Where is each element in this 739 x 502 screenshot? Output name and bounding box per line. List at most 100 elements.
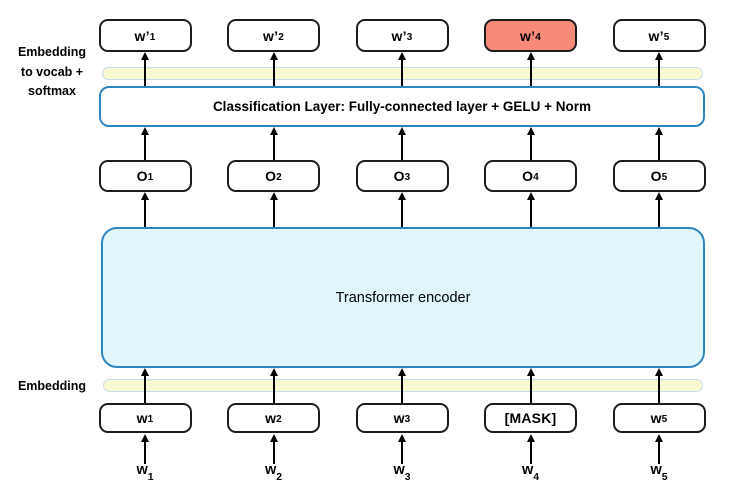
up-arrow	[526, 434, 536, 464]
token-text: w	[521, 462, 534, 478]
token-subscript: 1	[147, 470, 154, 483]
transformer-encoder-box: Transformer encoder	[101, 227, 705, 368]
up-arrow	[269, 127, 279, 160]
output-token-box: w’5	[612, 19, 706, 52]
arrow-stem	[144, 197, 146, 227]
up-arrow	[269, 434, 279, 464]
arrow-stem	[144, 373, 146, 404]
up-arrow	[526, 192, 536, 227]
arrowhead-icon	[655, 127, 663, 135]
arrowhead-icon	[526, 52, 535, 60]
input-word-label: w2	[227, 462, 320, 482]
arrow-stem	[529, 57, 532, 86]
up-arrow	[654, 434, 664, 464]
arrow-stem	[144, 57, 146, 86]
arrow-stem	[529, 373, 532, 404]
input-word-label: w4	[484, 462, 577, 482]
arrow-stem	[144, 439, 146, 464]
up-arrow	[526, 52, 536, 86]
mask-token-box: [MASK]	[484, 403, 577, 433]
token-text: w’	[263, 27, 279, 44]
arrowhead-icon	[398, 368, 406, 376]
input-word-label: w5	[613, 462, 706, 482]
arrow-stem	[272, 132, 275, 160]
token-text: w	[136, 462, 148, 478]
up-arrow	[397, 52, 407, 86]
token-text: O	[650, 168, 662, 184]
up-arrow	[397, 368, 407, 404]
token-text: w’	[520, 27, 536, 44]
up-arrow	[140, 127, 150, 160]
embedding-label: Embedding	[17, 379, 87, 393]
token-text: w	[265, 410, 277, 426]
embedding-to-vocab-softmax-label: Embedding to vocab + softmax	[2, 43, 102, 102]
arrow-stem	[658, 439, 660, 464]
up-arrow	[654, 127, 664, 160]
predicted-masked-output-box: w’4	[484, 19, 577, 52]
arrow-stem	[529, 132, 532, 160]
token-text: w’	[648, 27, 664, 44]
arrow-stem	[401, 57, 403, 86]
token-text: O	[393, 168, 405, 184]
token-text: O	[136, 168, 148, 184]
arrowhead-icon	[269, 434, 278, 442]
token-subscript: 4	[533, 470, 540, 483]
up-arrow	[397, 127, 407, 160]
arrow-stem	[658, 373, 660, 404]
token-subscript: 5	[661, 470, 668, 483]
arrow-stem	[401, 439, 403, 464]
arrow-stem	[658, 57, 660, 86]
token-text: w	[136, 410, 148, 426]
arrowhead-icon	[526, 127, 535, 135]
output-token-box: w’2	[227, 19, 320, 52]
up-arrow	[140, 434, 150, 464]
arrow-stem	[658, 197, 660, 227]
token-subscript: 3	[404, 470, 411, 483]
token-text: w	[650, 462, 662, 478]
token-text: w’	[134, 27, 150, 44]
arrow-stem	[272, 57, 275, 86]
arrowhead-icon	[398, 52, 406, 60]
arrowhead-icon	[141, 192, 149, 200]
arrow-stem	[529, 439, 532, 464]
arrowhead-icon	[526, 192, 535, 200]
arrow-stem	[401, 197, 403, 227]
up-arrow	[397, 192, 407, 227]
up-arrow	[654, 192, 664, 227]
arrowhead-icon	[526, 434, 535, 442]
arrowhead-icon	[398, 127, 406, 135]
token-text: O	[265, 168, 277, 184]
arrow-stem	[144, 132, 146, 160]
arrow-stem	[401, 132, 403, 160]
token-text: O	[522, 168, 534, 184]
arrowhead-icon	[141, 434, 149, 442]
arrowhead-icon	[141, 52, 149, 60]
up-arrow	[269, 368, 279, 404]
classification-layer-box: Classification Layer: Fully-connected la…	[99, 86, 705, 127]
up-arrow	[654, 368, 664, 404]
up-arrow	[140, 192, 150, 227]
arrowhead-icon	[269, 368, 278, 376]
arrowhead-icon	[655, 368, 663, 376]
arrowhead-icon	[398, 192, 406, 200]
arrowhead-icon	[269, 52, 278, 60]
arrowhead-icon	[269, 127, 278, 135]
arrowhead-icon	[655, 434, 663, 442]
up-arrow	[269, 192, 279, 227]
arrowhead-icon	[655, 52, 663, 60]
up-arrow	[140, 52, 150, 86]
input-word-label: w3	[356, 462, 449, 482]
token-subscript: 2	[276, 470, 283, 483]
classification-layer-label: Classification Layer: Fully-connected la…	[212, 99, 592, 114]
arrow-stem	[272, 373, 275, 404]
arrowhead-icon	[141, 127, 149, 135]
token-text: [MASK]	[504, 410, 557, 426]
token-text: w	[393, 462, 405, 478]
